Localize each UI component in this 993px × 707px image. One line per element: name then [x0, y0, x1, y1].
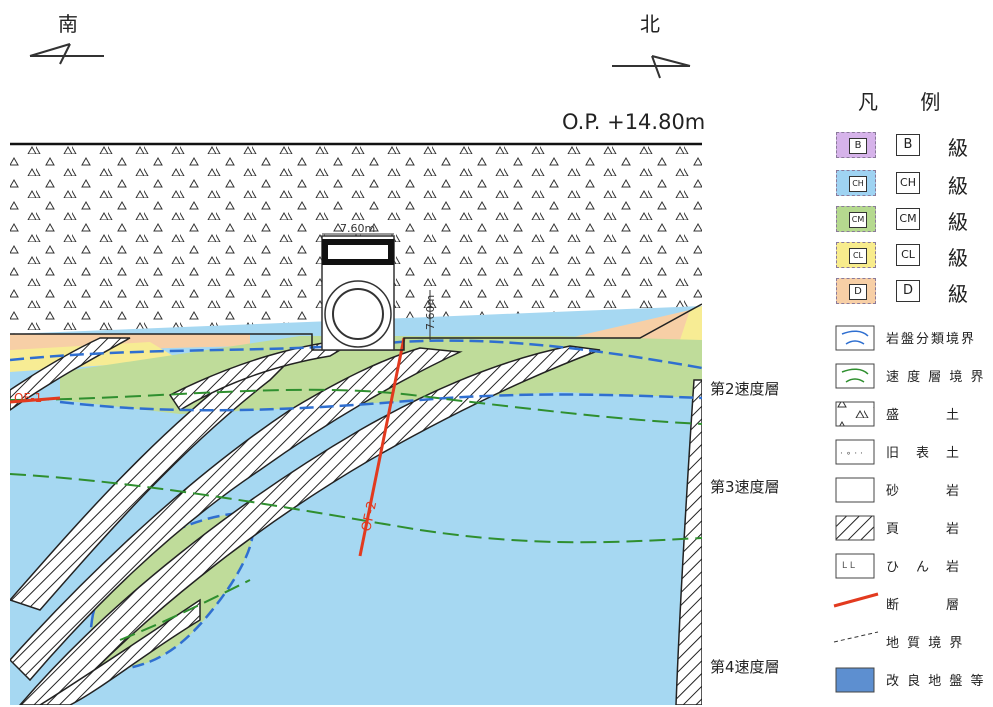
- old-topsoil-icon: · ∘ · ·: [835, 439, 875, 465]
- fault-of2-line: [358, 337, 406, 557]
- velocity-boundary-2: [10, 473, 702, 544]
- legend-grade-cm: CM CM 級: [836, 206, 986, 234]
- legend-shale-label: 頁 岩: [886, 522, 962, 537]
- velocity-layer-label-2: 第2速度層: [710, 380, 780, 398]
- velocity-layer-label-4: 第4速度層: [710, 658, 780, 676]
- legend-title: 凡 例: [858, 90, 959, 114]
- grade-ch-swatch: CH: [836, 170, 876, 196]
- fault-of2-label: OF-2: [359, 500, 380, 533]
- legend-geologic-boundary-label: 地 質 境 界: [886, 636, 965, 651]
- circular-pipe: [332, 288, 384, 340]
- legend-porphyrite: ひ ん 岩: [836, 552, 986, 580]
- legend-shale: 頁 岩: [836, 514, 986, 542]
- legend-velocity-boundary-label: 速 度 層 境 界: [886, 370, 986, 385]
- svg-text:· ∘ · ·: · ∘ · ·: [840, 449, 863, 459]
- shale-band-3: [19, 345, 601, 705]
- legend-rock-class-boundary-label: 岩盤分類境界: [886, 332, 977, 347]
- grade-d-swatch-code: D: [849, 284, 867, 300]
- south-label: 南: [58, 12, 78, 36]
- svg-text:L L: L L: [842, 561, 855, 571]
- velocity-boundary-3: [119, 579, 251, 641]
- legend-velocity-boundary: 速 度 層 境 界: [836, 362, 986, 390]
- grade-b-code: B: [896, 134, 920, 156]
- legend-old-topsoil: 旧 表 土: [836, 438, 986, 466]
- legend-symbols: · ∘ · · L L: [833, 325, 879, 693]
- legend-old-topsoil-label: 旧 表 土: [886, 446, 962, 461]
- grade-d-code: D: [896, 280, 920, 302]
- shale-band-5: [10, 337, 131, 411]
- fill-icon: [835, 401, 875, 427]
- rock-boundary-2: [59, 393, 702, 412]
- fault-icon: [833, 592, 879, 608]
- grade-cl-code: CL: [896, 244, 920, 266]
- fault-of1-line: [10, 396, 61, 404]
- velocity-boundary-1: [10, 388, 702, 425]
- grade-b-swatch: B: [836, 132, 876, 158]
- shale-band-right: [675, 379, 702, 705]
- width-dimension-label: 7.60m: [340, 222, 375, 235]
- velocity-boundary-icon: [835, 363, 875, 389]
- circular-pipe-outer: [324, 280, 392, 348]
- legend-sandstone: 砂 岩: [836, 476, 986, 504]
- legend-fill: 盛 土: [836, 400, 986, 428]
- shale-band-2: [10, 347, 463, 682]
- legend-improved-ground: 改 良 地 盤 等: [836, 666, 986, 694]
- shale-icon: [835, 515, 875, 541]
- legend-grade-cl: CL CL 級: [836, 242, 986, 270]
- legend-fill-label: 盛 土: [886, 408, 962, 423]
- grade-cl-swatch-code: CL: [849, 248, 867, 264]
- grade-d-swatch: D: [836, 278, 876, 304]
- legend-sandstone-label: 砂 岩: [886, 484, 962, 499]
- legend-porphyrite-label: ひ ん 岩: [886, 560, 962, 575]
- improved-ground-icon: [835, 667, 875, 693]
- legend-fault-label: 断 層: [886, 598, 962, 613]
- grade-b-kyu: 級: [948, 136, 968, 160]
- legend-rock-class-boundary: 岩盤分類境界: [836, 324, 986, 352]
- grade-cm-swatch: CM: [836, 206, 876, 232]
- grade-cl-kyu: 級: [948, 246, 968, 270]
- grade-d-kyu: 級: [948, 282, 968, 306]
- legend-fault: 断 層: [836, 590, 986, 618]
- rock-boundary-1: [10, 339, 702, 370]
- legend-grade-b: B B 級: [836, 132, 986, 160]
- grade-b-swatch-code: B: [849, 138, 867, 154]
- grade-cm-code: CM: [896, 208, 920, 230]
- grade-cl-swatch: CL: [836, 242, 876, 268]
- grade-cm-kyu: 級: [948, 210, 968, 234]
- north-label: 北: [640, 12, 660, 36]
- grade-cm-swatch-code: CM: [849, 212, 867, 228]
- porphyrite-icon: L L: [835, 553, 875, 579]
- rock-class-boundary-icon: [835, 325, 875, 351]
- grade-ch-kyu: 級: [948, 174, 968, 198]
- box-culvert: [322, 239, 394, 265]
- legend-geologic-boundary: 地 質 境 界: [836, 628, 986, 656]
- grade-ch-code: CH: [896, 172, 920, 194]
- velocity-layer-label-3: 第3速度層: [710, 478, 780, 496]
- excavation-outline: [10, 303, 702, 351]
- fault-of1-label: OF-1: [14, 391, 42, 405]
- height-dimension-label: 7.60m: [424, 295, 437, 330]
- north-arrow-icon: [612, 55, 691, 79]
- sandstone-icon: [835, 477, 875, 503]
- elevation-label: O.P. +14.80m: [562, 110, 706, 134]
- shale-band-6: [38, 598, 201, 705]
- legend-improved-ground-label: 改 良 地 盤 等: [886, 674, 986, 689]
- grade-ch-swatch-code: CH: [849, 176, 867, 192]
- south-arrow-icon: [29, 43, 104, 65]
- legend-grade-ch: CH CH 級: [836, 170, 986, 198]
- geologic-boundary-icon: [833, 631, 879, 643]
- legend-grade-d: D D 級: [836, 278, 986, 306]
